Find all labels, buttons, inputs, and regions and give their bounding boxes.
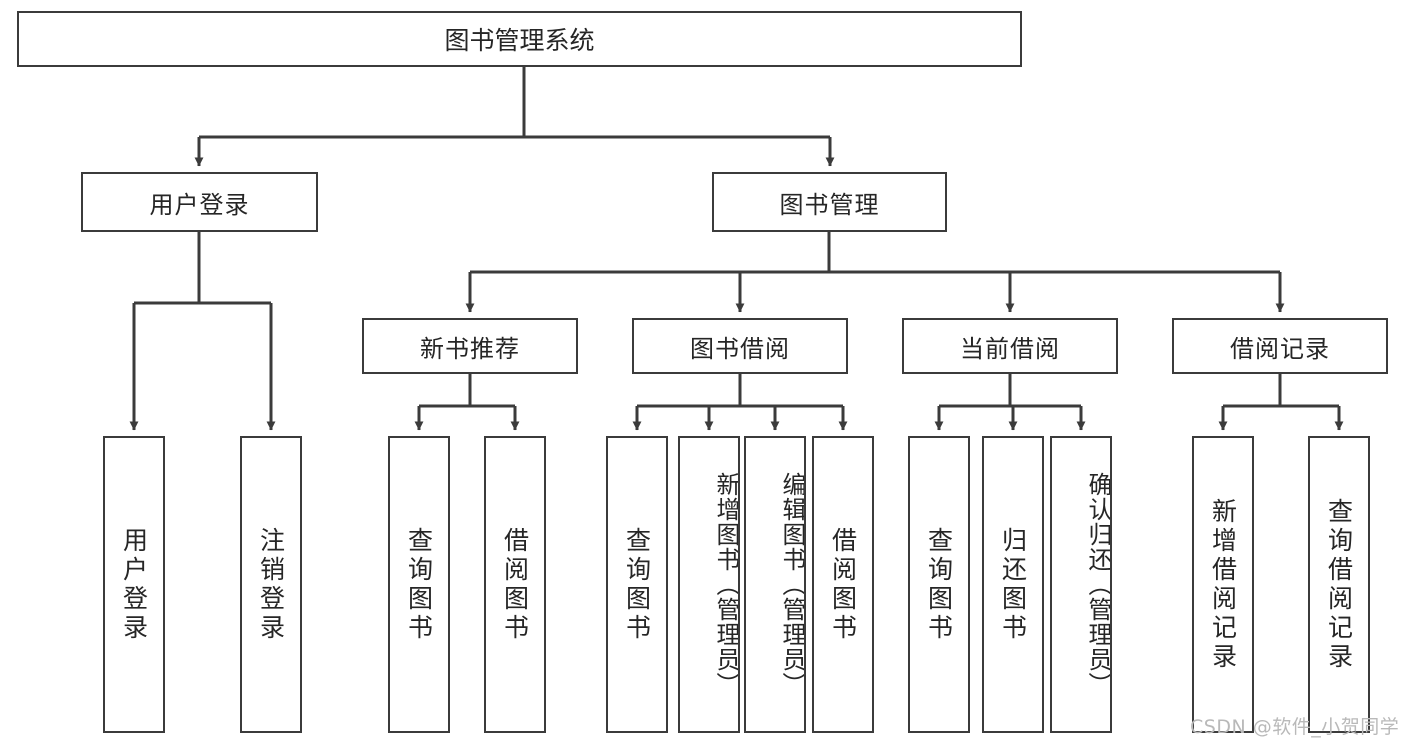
node-leaf-confirm-return[interactable]: 确认归还（管理员） <box>1050 436 1112 733</box>
node-leaf-add-record-label: 新增借阅记录 <box>1208 497 1238 672</box>
node-leaf-query-record[interactable]: 查询借阅记录 <box>1308 436 1370 733</box>
node-leaf-user-login-label: 用户登录 <box>119 526 149 643</box>
node-borrow-record-label: 借阅记录 <box>1230 334 1330 363</box>
node-leaf-add-record[interactable]: 新增借阅记录 <box>1192 436 1254 733</box>
node-leaf-query-book-2-label: 查询图书 <box>622 526 652 643</box>
node-leaf-add-book[interactable]: 新增图书（管理员） <box>678 436 740 733</box>
node-new-book-rec[interactable]: 新书推荐 <box>362 318 578 374</box>
node-leaf-query-book-3-label: 查询图书 <box>924 526 954 643</box>
node-book-manage-label: 图书管理 <box>779 190 880 219</box>
csdn-watermark: CSDN @软件_小贺同学 <box>1190 716 1400 738</box>
node-leaf-logout-label: 注销登录 <box>256 526 286 643</box>
node-leaf-edit-book[interactable]: 编辑图书（管理员） <box>744 436 806 733</box>
node-book-borrow[interactable]: 图书借阅 <box>632 318 848 374</box>
node-user-login[interactable]: 用户登录 <box>81 172 318 232</box>
node-current-borrow[interactable]: 当前借阅 <box>902 318 1118 374</box>
node-user-login-label: 用户登录 <box>149 190 250 219</box>
node-leaf-borrow-book-2-label: 借阅图书 <box>828 526 858 643</box>
node-book-borrow-label: 图书借阅 <box>690 334 790 363</box>
node-leaf-borrow-book-1[interactable]: 借阅图书 <box>484 436 546 733</box>
node-leaf-confirm-return-label: 确认归还（管理员） <box>1084 472 1112 697</box>
node-leaf-borrow-book-2[interactable]: 借阅图书 <box>812 436 874 733</box>
node-leaf-query-book-1[interactable]: 查询图书 <box>388 436 450 733</box>
node-leaf-user-login[interactable]: 用户登录 <box>103 436 165 733</box>
node-root[interactable]: 图书管理系统 <box>17 11 1022 67</box>
node-leaf-query-record-label: 查询借阅记录 <box>1324 497 1354 672</box>
node-leaf-return-book-label: 归还图书 <box>998 526 1028 643</box>
node-new-book-rec-label: 新书推荐 <box>420 334 520 363</box>
node-leaf-query-book-1-label: 查询图书 <box>404 526 434 643</box>
node-leaf-logout[interactable]: 注销登录 <box>240 436 302 733</box>
node-book-manage[interactable]: 图书管理 <box>712 172 947 232</box>
node-leaf-query-book-3[interactable]: 查询图书 <box>908 436 970 733</box>
node-root-label: 图书管理系统 <box>444 26 595 55</box>
node-leaf-add-book-label: 新增图书（管理员） <box>712 472 740 697</box>
node-leaf-return-book[interactable]: 归还图书 <box>982 436 1044 733</box>
node-leaf-edit-book-label: 编辑图书（管理员） <box>778 472 806 697</box>
node-leaf-borrow-book-1-label: 借阅图书 <box>500 526 530 643</box>
node-borrow-record[interactable]: 借阅记录 <box>1172 318 1388 374</box>
node-leaf-query-book-2[interactable]: 查询图书 <box>606 436 668 733</box>
node-current-borrow-label: 当前借阅 <box>960 334 1060 363</box>
